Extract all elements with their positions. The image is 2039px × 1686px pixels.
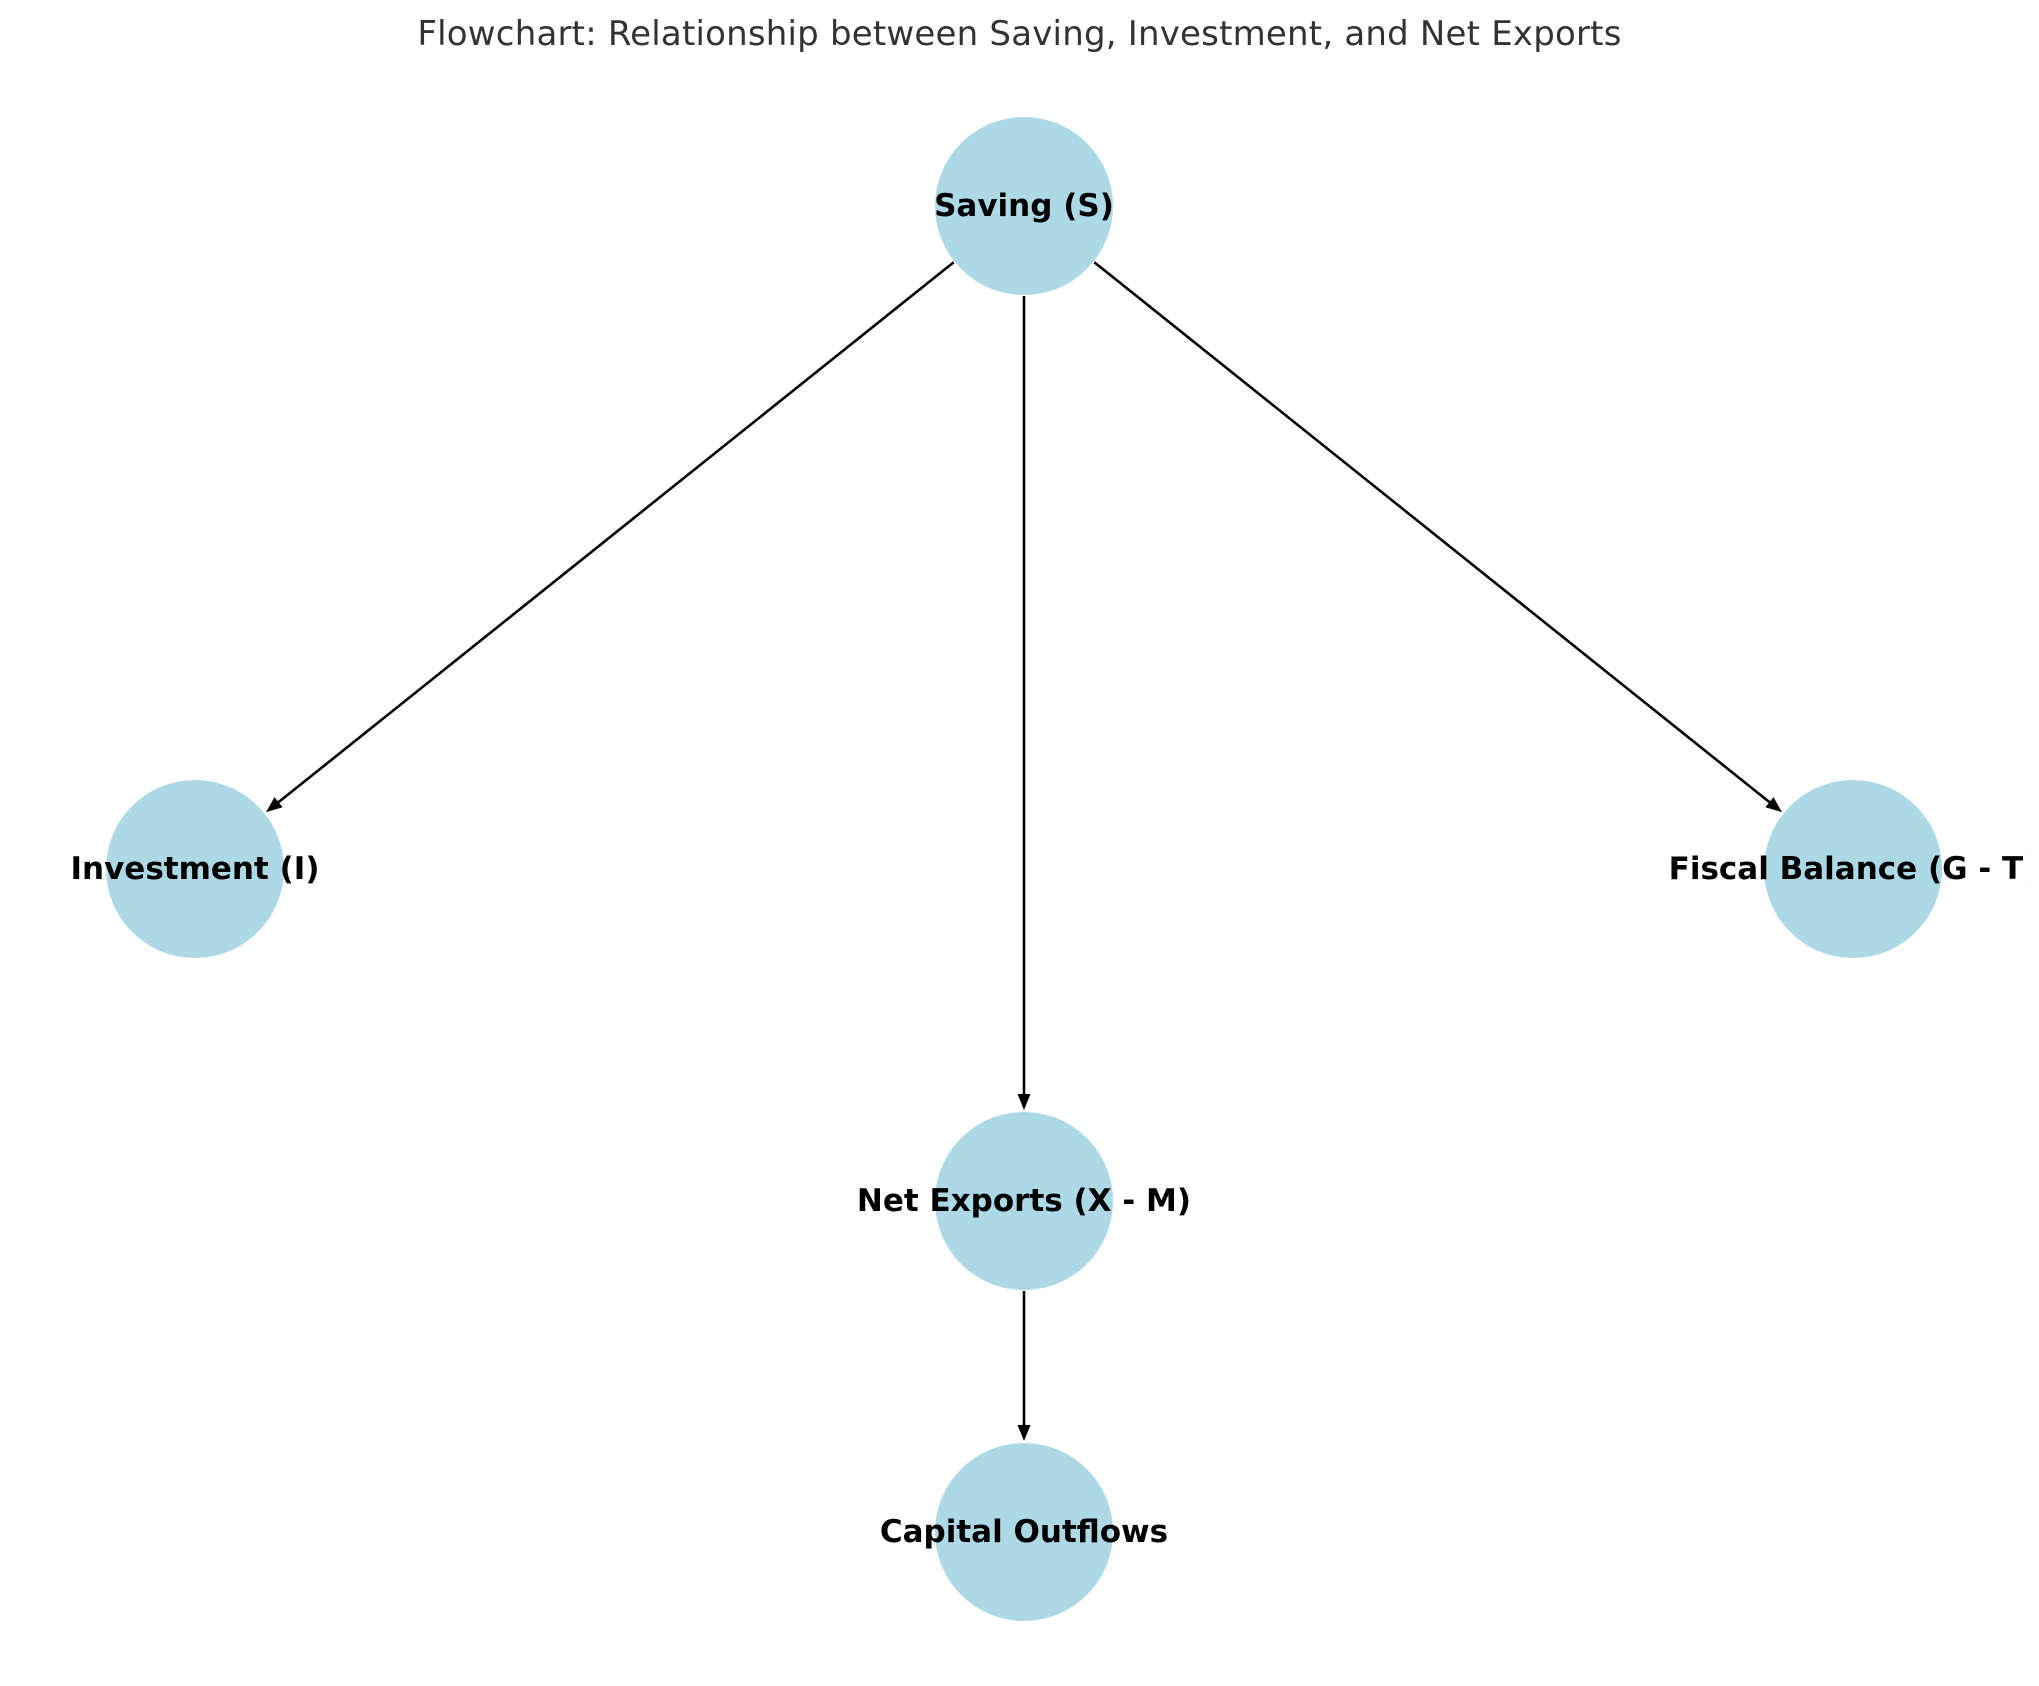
labels-layer: Saving (S) Investment (I) Net Exports (X -… <box>71 188 2038 1550</box>
node-label-saving: Saving (S) <box>934 188 1114 224</box>
edge-net_exports-to-capital_outflows <box>1017 1291 1031 1441</box>
arrowhead-icon <box>266 797 283 813</box>
node-saving <box>935 117 1113 295</box>
node-label-investment: Investment (I) <box>71 851 320 887</box>
node-fiscal-balance <box>1764 780 1942 958</box>
node-label-capital-outflows: Capital Outflows <box>880 1514 1168 1550</box>
node-net-exports <box>935 1112 1113 1290</box>
edge-saving-to-fiscal_balance <box>1093 261 1782 813</box>
edge-saving-to-investment <box>266 261 955 813</box>
diagram-title: Flowchart: Relationship between Saving, … <box>417 14 1622 54</box>
node-label-net-exports: Net Exports (X - M) <box>857 1183 1191 1219</box>
edges-layer <box>266 261 1782 1441</box>
node-label-fiscal-balance: Fiscal Balance (G - T) <box>1669 851 2038 887</box>
arrowhead-icon <box>1017 1094 1031 1110</box>
edge-line <box>276 261 955 805</box>
arrowhead-icon <box>1765 797 1782 813</box>
arrowhead-icon <box>1017 1425 1031 1441</box>
node-capital-outflows <box>935 1443 1113 1621</box>
nodes-layer <box>106 117 1942 1621</box>
node-investment <box>106 780 284 958</box>
edge-line <box>1093 261 1772 805</box>
edge-saving-to-net_exports <box>1017 296 1031 1110</box>
